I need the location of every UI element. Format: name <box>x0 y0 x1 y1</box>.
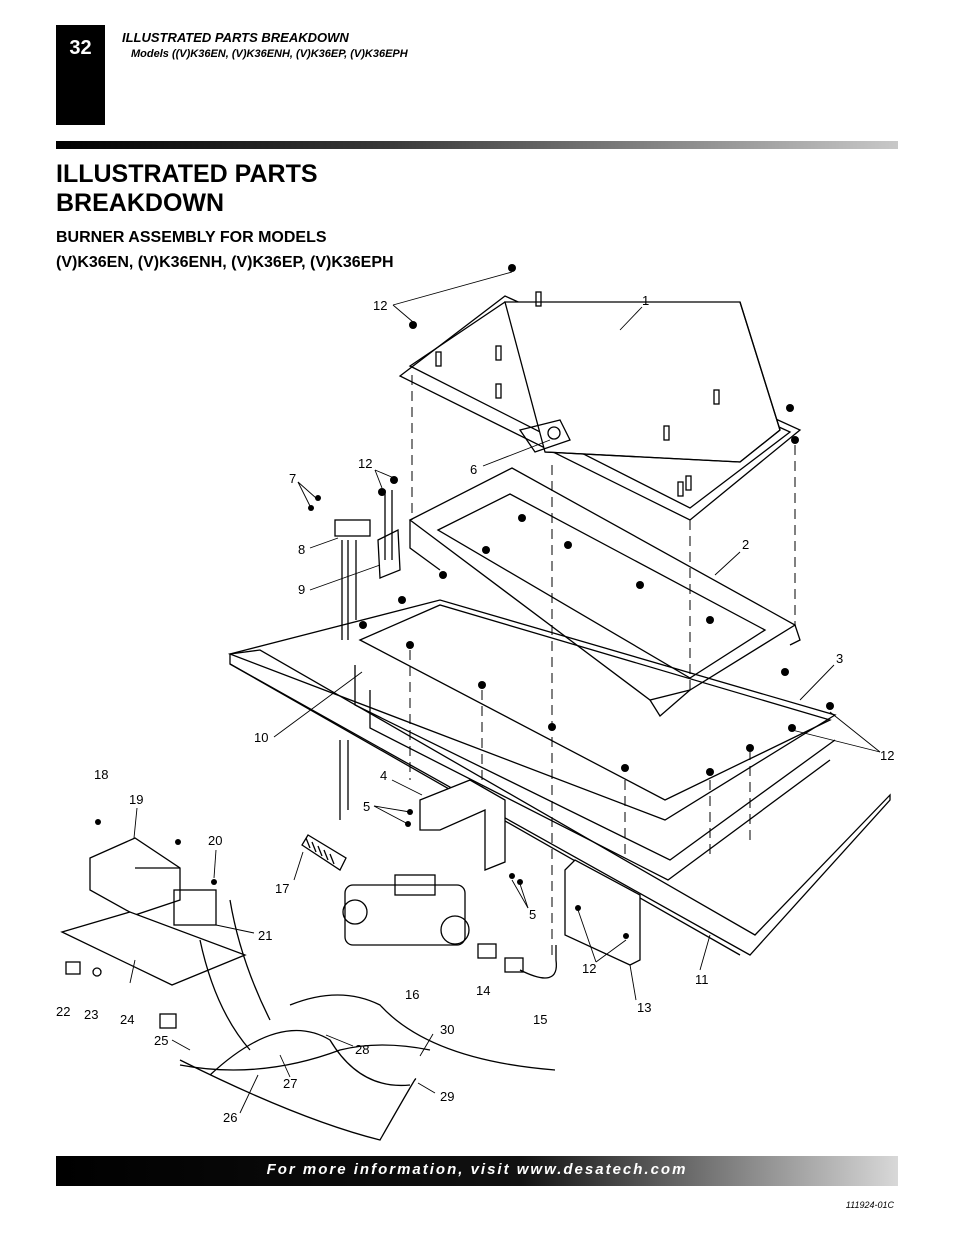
callout-14: 14 <box>476 983 490 998</box>
gas-valve <box>342 874 470 946</box>
callout-29: 29 <box>440 1089 454 1104</box>
callout-5b: 5 <box>529 907 536 922</box>
callout-22: 22 <box>56 1004 70 1019</box>
callout-8: 8 <box>298 542 305 557</box>
page-subtitle: BURNER ASSEMBLY FOR MODELS (V)K36EN, (V)… <box>56 225 394 275</box>
callout-26: 26 <box>223 1110 237 1125</box>
callout-12c: 12 <box>880 748 894 763</box>
callout-labels: 1 2 3 4 5 5 6 7 8 9 10 11 12 12 12 12 12… <box>56 293 894 1125</box>
callout-19: 19 <box>129 792 143 807</box>
washer <box>92 967 102 977</box>
callout-27: 27 <box>283 1076 297 1091</box>
subtitle-line-2: (V)K36EN, (V)K36ENH, (V)K36EP, (V)K36EPH <box>56 254 394 271</box>
access-plate <box>564 859 641 966</box>
ignition-module <box>60 837 247 986</box>
callout-6: 6 <box>470 462 477 477</box>
callout-12d: 12 <box>582 961 596 976</box>
burner-frame <box>408 467 801 717</box>
callout-7: 7 <box>289 471 296 486</box>
burner-top-panel <box>398 291 802 521</box>
wire-harness <box>179 899 556 1141</box>
document-part-code: 111924-01C <box>845 1200 894 1210</box>
callout-28: 28 <box>355 1042 369 1057</box>
regulator-spring <box>301 834 347 871</box>
callout-11: 11 <box>695 972 709 987</box>
callout-20: 20 <box>208 833 222 848</box>
callout-3: 3 <box>836 651 843 666</box>
callout-17: 17 <box>275 881 289 896</box>
callout-12b: 12 <box>358 456 372 471</box>
pilot-assembly <box>334 490 401 820</box>
callout-23: 23 <box>84 1007 98 1022</box>
callout-10: 10 <box>254 730 268 745</box>
callout-2: 2 <box>742 537 749 552</box>
callout-4: 4 <box>380 768 387 783</box>
valve-bracket <box>419 779 506 871</box>
subtitle-line-1: BURNER ASSEMBLY FOR MODELS <box>56 229 327 246</box>
burner-pan <box>229 649 891 956</box>
callout-30: 30 <box>440 1022 454 1037</box>
callout-25: 25 <box>154 1033 168 1048</box>
page-number: 32 <box>69 37 92 59</box>
footer-bar: For more information, visit www.desatech… <box>56 1156 898 1186</box>
header-models-line: Models ((V)K36EN, (V)K36ENH, (V)K36EP, (… <box>131 48 408 60</box>
callout-12a: 12 <box>373 298 387 313</box>
gas-fittings <box>477 943 557 979</box>
header-rule <box>56 141 898 149</box>
header-section-title: ILLUSTRATED PARTS BREAKDOWN <box>122 30 349 45</box>
page-title: ILLUSTRATED PARTS BREAKDOWN <box>56 160 318 217</box>
wire-clip <box>159 1013 177 1029</box>
callout-13: 13 <box>637 1000 651 1015</box>
callout-21: 21 <box>258 928 272 943</box>
burner-base-tray <box>227 599 837 881</box>
footer-info-text: For more information, visit www.desatech… <box>266 1161 688 1178</box>
callout-9: 9 <box>298 582 305 597</box>
callout-16: 16 <box>405 987 419 1002</box>
callout-18: 18 <box>94 767 108 782</box>
wire-terminal <box>65 961 81 975</box>
page-number-tab: 32 <box>56 25 105 125</box>
callout-1: 1 <box>642 293 649 308</box>
callout-5a: 5 <box>363 799 370 814</box>
callout-24: 24 <box>120 1012 134 1027</box>
callout-15: 15 <box>533 1012 547 1027</box>
